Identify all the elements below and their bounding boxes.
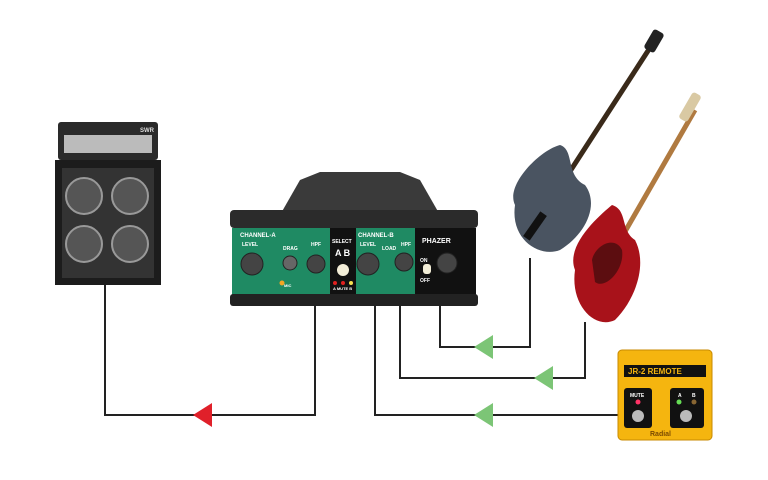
off-label: OFF xyxy=(420,278,430,284)
hpf-a-knob xyxy=(306,254,326,274)
phazer-knob xyxy=(436,252,458,274)
phazer-label: PHAZER xyxy=(422,238,451,245)
phazer-on-button xyxy=(423,264,431,274)
bass-amp: SWR xyxy=(55,122,161,285)
level-b-knob xyxy=(356,252,380,276)
drag-label: DRAG xyxy=(283,246,298,252)
electric-guitar xyxy=(573,92,701,323)
select-label: SELECT xyxy=(332,239,352,245)
drag-knob xyxy=(282,255,298,271)
mic-label: MIC xyxy=(284,283,291,288)
hpf-b-knob xyxy=(394,252,414,272)
mute-footswitch xyxy=(632,410,644,422)
on-label: ON xyxy=(420,258,428,264)
hpf-b-label: HPF xyxy=(401,242,411,248)
input-arrow-guitar-icon xyxy=(534,366,553,390)
bass-guitar xyxy=(513,29,664,252)
level-b-label: LEVEL xyxy=(360,242,376,248)
output-arrow-icon xyxy=(193,403,212,427)
input-arrow-remote-icon xyxy=(474,403,493,427)
input-arrow-bass-icon xyxy=(474,335,493,359)
remote-title: JR-2 REMOTE xyxy=(628,367,682,376)
channel-a-label: CHANNEL-A xyxy=(240,233,276,239)
ab-label: A B xyxy=(335,248,351,258)
remote-cable xyxy=(374,305,620,416)
jr2-remote: JR-2 REMOTE MUTE A B Radial xyxy=(617,349,713,441)
level-a-knob xyxy=(240,252,264,276)
remote-b-label: B xyxy=(692,393,696,399)
channel-b-label: CHANNEL-B xyxy=(358,233,394,239)
remote-mute-label: MUTE xyxy=(630,393,645,399)
radial-logo: Radial xyxy=(650,431,671,438)
mute-label: A MUTE B xyxy=(333,286,352,291)
ab-footswitch xyxy=(680,410,692,422)
amp-brand: SWR xyxy=(140,128,155,134)
select-button xyxy=(337,264,349,276)
remote-a-label: A xyxy=(678,393,682,399)
level-a-label: LEVEL xyxy=(242,242,258,248)
load-label: LOAD xyxy=(382,246,397,252)
phazer-device: CHANNEL-A CHANNEL-B SELECT A B PHAZER LE… xyxy=(230,172,478,306)
hpf-a-label: HPF xyxy=(311,242,321,248)
guitar-cable xyxy=(399,305,586,379)
